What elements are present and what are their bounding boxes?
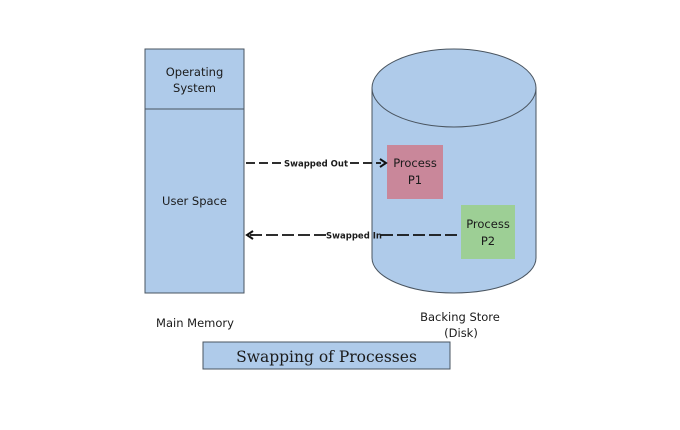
- os-region: [144, 48, 245, 110]
- swapped-in-label: Swapped In: [326, 232, 382, 242]
- title-box: [202, 341, 451, 370]
- main-memory-caption: Main Memory: [156, 316, 234, 330]
- backing-store-caption-line1: Backing Store: [420, 310, 500, 324]
- cylinder-top: [371, 48, 537, 128]
- backing-store-caption-line2: (Disk): [444, 326, 478, 340]
- process-p1-box: [387, 145, 443, 199]
- diagram-title: Swapping of Processes: [202, 341, 451, 370]
- swapped-in-arrow: Swapped In: [245, 230, 461, 242]
- process-p1-line2: P1: [408, 173, 422, 187]
- title-text: Swapping of Processes: [236, 348, 417, 366]
- process-p2: Process P2: [461, 205, 515, 259]
- user-space-label: User Space: [162, 194, 227, 208]
- swapped-out-label: Swapped Out: [284, 160, 348, 170]
- user-space-region: [144, 108, 245, 294]
- swapped-out-arrow: Swapped Out: [246, 158, 388, 170]
- process-p2-line1: Process: [466, 217, 510, 231]
- main-memory: Operating System User Space: [144, 48, 245, 294]
- os-label-line2: System: [173, 81, 216, 95]
- swapped-out-arrowhead-icon: [379, 158, 388, 168]
- process-p2-box: [461, 205, 515, 259]
- swapped-in-arrowhead-icon: [245, 230, 254, 240]
- os-label-line1: Operating: [166, 65, 224, 79]
- process-p1-line1: Process: [393, 156, 437, 170]
- process-p2-line2: P2: [481, 234, 495, 248]
- process-p1: Process P1: [387, 145, 443, 199]
